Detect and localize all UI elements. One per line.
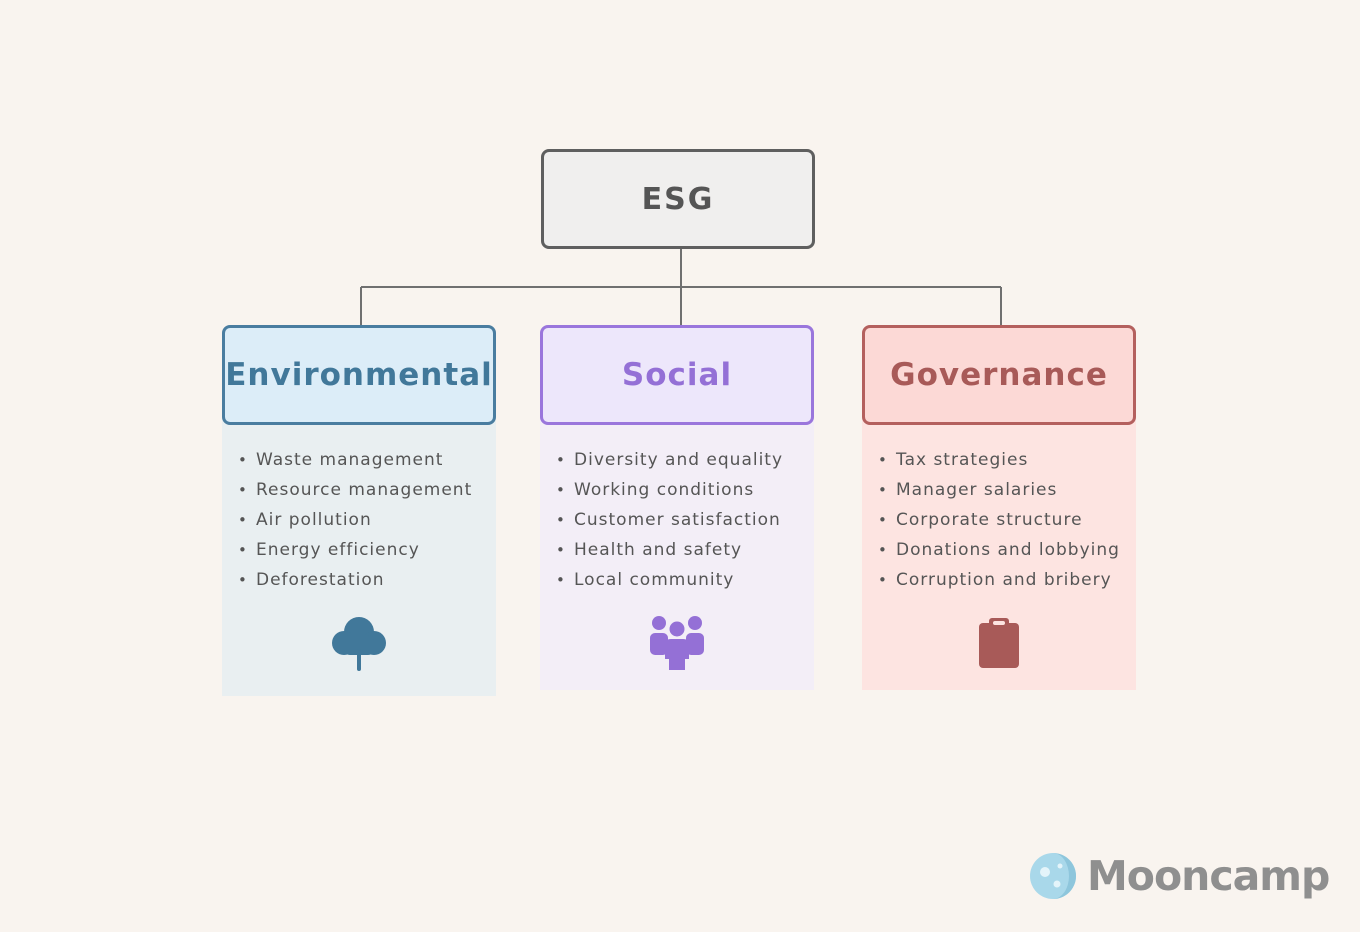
category-title: Social (621, 357, 733, 393)
list-item: •Corporate structure (878, 510, 1083, 530)
list-item: •Deforestation (238, 570, 385, 590)
people-group-icon (650, 616, 704, 670)
category-header: Social (540, 325, 814, 425)
category-title: Environmental (225, 357, 493, 393)
list-item: •Donations and lobbying (878, 540, 1120, 560)
brand-name: Mooncamp (1087, 852, 1330, 900)
root-node-label: ESG (641, 181, 715, 217)
moon-logo-icon (1030, 853, 1076, 899)
brand-logo: Mooncamp (1029, 850, 1330, 902)
list-item: •Local community (556, 570, 735, 590)
list-item: •Health and safety (556, 540, 743, 560)
clipboard-icon (979, 618, 1019, 668)
list-item: •Corruption and bribery (878, 570, 1112, 590)
list-item: •Customer satisfaction (556, 510, 781, 530)
list-item: •Resource management (238, 480, 473, 500)
root-node-esg: ESG (541, 149, 815, 249)
list-item: •Manager salaries (878, 480, 1058, 500)
list-item: •Air pollution (238, 510, 372, 530)
category-item-list: •Waste management •Resource management •… (238, 445, 472, 595)
category-title: Governance (890, 357, 1108, 393)
list-item: •Tax strategies (878, 450, 1029, 470)
category-item-list: •Tax strategies •Manager salaries •Corpo… (878, 445, 1120, 595)
list-item: •Working conditions (556, 480, 755, 500)
tree-icon (332, 617, 386, 671)
list-item: •Waste management (238, 450, 444, 470)
list-item: •Diversity and equality (556, 450, 784, 470)
category-header: Environmental (222, 325, 496, 425)
category-header: Governance (862, 325, 1136, 425)
list-item: •Energy efficiency (238, 540, 420, 560)
category-item-list: •Diversity and equality •Working conditi… (556, 445, 783, 595)
